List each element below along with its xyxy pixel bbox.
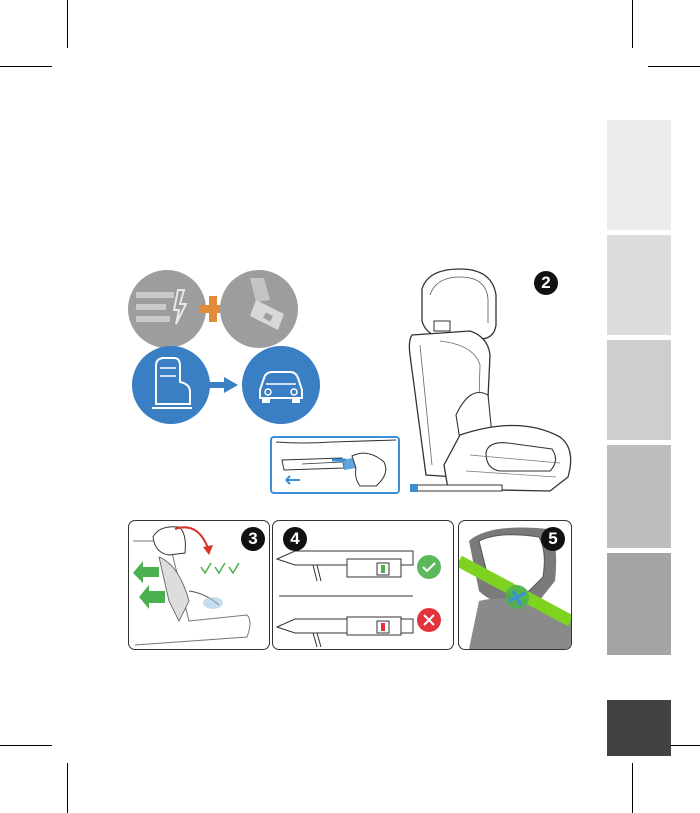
crop-mark-bl-h — [0, 745, 52, 746]
side-tab-1 — [607, 120, 671, 230]
panel-step-5: 5 — [458, 520, 572, 650]
cross-icon — [417, 608, 441, 632]
step-2-badge: 2 — [534, 271, 558, 295]
crop-mark-tl-h — [0, 66, 52, 67]
crop-mark-tr-h — [648, 66, 700, 67]
isofix-icon — [128, 270, 206, 348]
panel-step-3: 3 — [128, 520, 270, 650]
crop-mark-tr-v — [632, 0, 633, 48]
car-icon — [242, 346, 320, 424]
car-seat-illustration — [400, 265, 580, 500]
side-tab-5 — [607, 553, 671, 655]
crop-mark-br-v — [632, 763, 633, 813]
isofix-detail-box — [270, 436, 400, 494]
arrow-right-icon — [204, 377, 238, 393]
seat-icon — [132, 346, 210, 424]
side-tab-4 — [607, 445, 671, 548]
step-3-badge: 3 — [241, 527, 265, 551]
side-tab-3 — [607, 340, 671, 440]
check-icon — [417, 555, 441, 579]
step-4-badge: 4 — [283, 527, 307, 551]
step-5-badge: 5 — [541, 527, 565, 551]
crop-mark-bl-v — [67, 763, 68, 813]
crop-mark-tl-v — [67, 0, 68, 48]
side-tab-2 — [607, 235, 671, 335]
page-number-tab — [607, 700, 671, 756]
panel-step-4: 4 — [272, 520, 454, 650]
belt-buckle-icon — [220, 270, 298, 348]
